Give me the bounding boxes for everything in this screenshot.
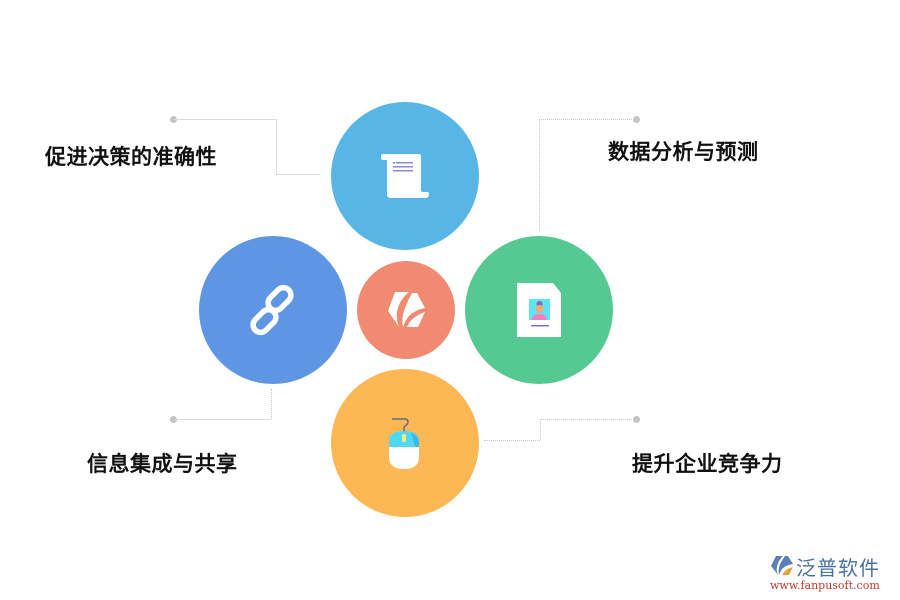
connector-line	[174, 119, 276, 120]
label-info-integration: 信息集成与共享	[87, 452, 238, 476]
connector-line	[539, 119, 636, 120]
connector-line	[484, 440, 540, 441]
chain-link-icon	[250, 284, 294, 336]
scroll-document-icon	[381, 154, 429, 198]
connector-dot-bottom-right	[633, 416, 640, 423]
node-bottom	[331, 369, 479, 517]
profile-document-icon	[517, 283, 561, 337]
node-center	[357, 261, 455, 359]
label-data-analysis: 数据分析与预测	[608, 140, 759, 164]
connector-dot-top-right	[633, 116, 640, 123]
connector-line	[276, 119, 277, 174]
connector-line	[271, 389, 272, 419]
logo-url: www.fanpusoft.com	[770, 579, 880, 592]
hexagon-logo-icon	[388, 292, 425, 327]
connector-line	[539, 119, 540, 231]
label-decision-accuracy: 促进决策的准确性	[45, 145, 217, 169]
node-left	[199, 236, 347, 384]
connector-dot-top-left	[170, 116, 177, 123]
fanpusoft-logo: 泛普软件 www.fanpusoft.com	[766, 552, 896, 597]
connector-line	[276, 174, 320, 175]
logo-mark-icon	[771, 556, 793, 575]
connector-dot-bottom-left	[170, 416, 177, 423]
computer-mouse-icon	[389, 418, 419, 469]
connector-line	[174, 419, 271, 420]
node-right	[465, 236, 613, 384]
connector-line	[540, 419, 541, 440]
connector-line	[540, 419, 636, 420]
label-competitiveness: 提升企业竞争力	[632, 452, 783, 476]
node-top	[331, 102, 479, 250]
logo-name: 泛普软件	[796, 556, 880, 580]
